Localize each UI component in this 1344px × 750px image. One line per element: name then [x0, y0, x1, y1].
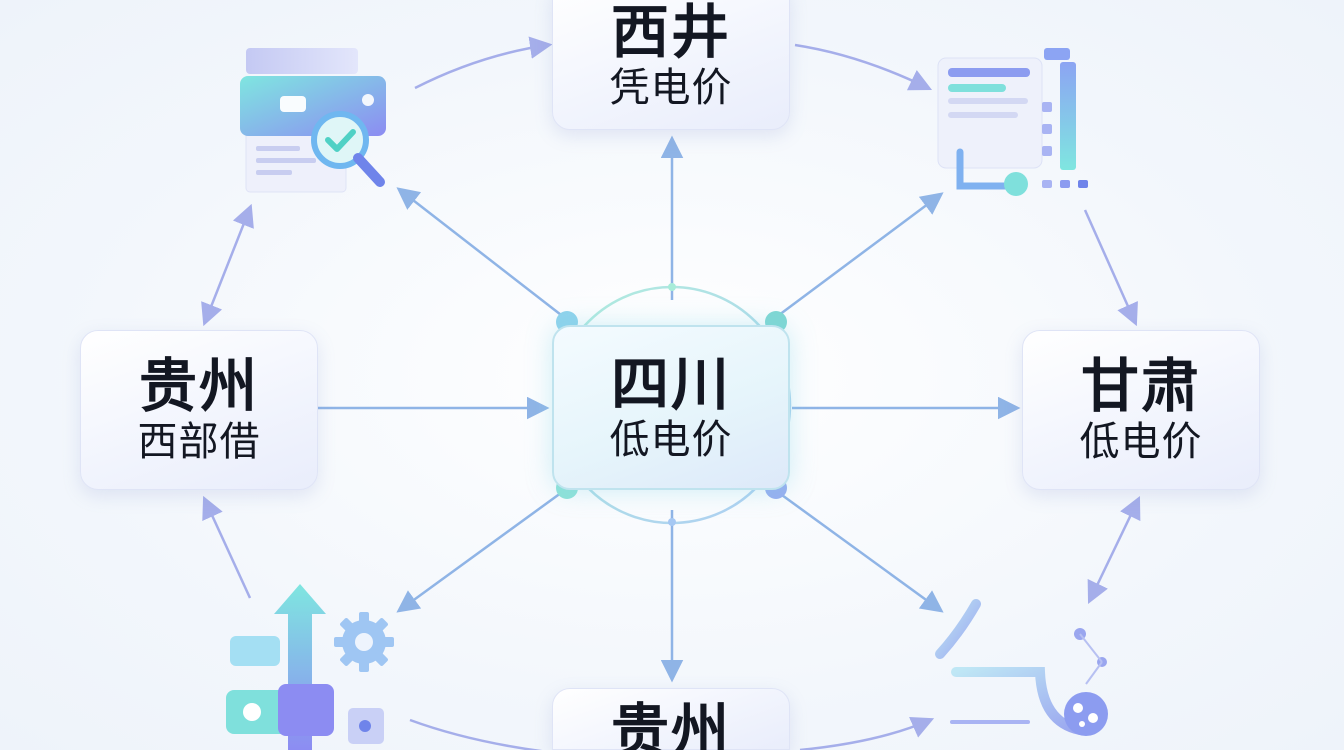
arrow-center-bottomright	[774, 488, 944, 613]
node-top: 西井 凭电价	[552, 0, 790, 130]
node-top-subtitle: 凭电价	[609, 65, 733, 111]
node-right-subtitle: 低电价	[1079, 419, 1203, 465]
arrow-left-icon-tl	[201, 203, 254, 327]
node-left-subtitle: 西部借	[137, 419, 261, 465]
arrow-right-icon-br	[1087, 495, 1141, 605]
document-search-icon	[240, 48, 386, 193]
node-left: 贵州 西部借	[80, 330, 318, 490]
arrow-icon-br-to-bottom	[799, 716, 935, 750]
node-top-title: 西井	[610, 0, 731, 66]
arrow-top-to-icon-tr	[794, 43, 933, 91]
arrow-center-bottomleft	[396, 488, 566, 613]
arrow-icon-bl-to-left	[202, 495, 252, 599]
arrow-icon-tr-to-right	[1083, 209, 1138, 327]
arrow-icon-bl-to-bottom	[409, 718, 543, 750]
arrow-center-topleft	[396, 187, 566, 319]
node-center-subtitle: 低电价	[609, 416, 733, 463]
node-bottom-title: 贵州	[610, 697, 731, 750]
node-center-title: 四川	[610, 349, 731, 418]
connector-dot	[668, 283, 676, 291]
node-right: 甘肃 低电价	[1022, 330, 1260, 490]
node-bottom: 贵州	[552, 688, 790, 750]
node-right-title: 甘肃	[1080, 352, 1201, 420]
arrow-center-topright	[774, 192, 944, 320]
arrow-icon-tl-to-top	[414, 36, 553, 90]
node-left-title: 贵州	[138, 352, 259, 420]
dashboard-chart-icon	[937, 48, 1088, 196]
connector-dot	[668, 518, 676, 526]
growth-gear-icon	[226, 584, 394, 750]
node-center: 四川 低电价	[552, 325, 790, 490]
gas-character-icon	[935, 599, 1108, 736]
